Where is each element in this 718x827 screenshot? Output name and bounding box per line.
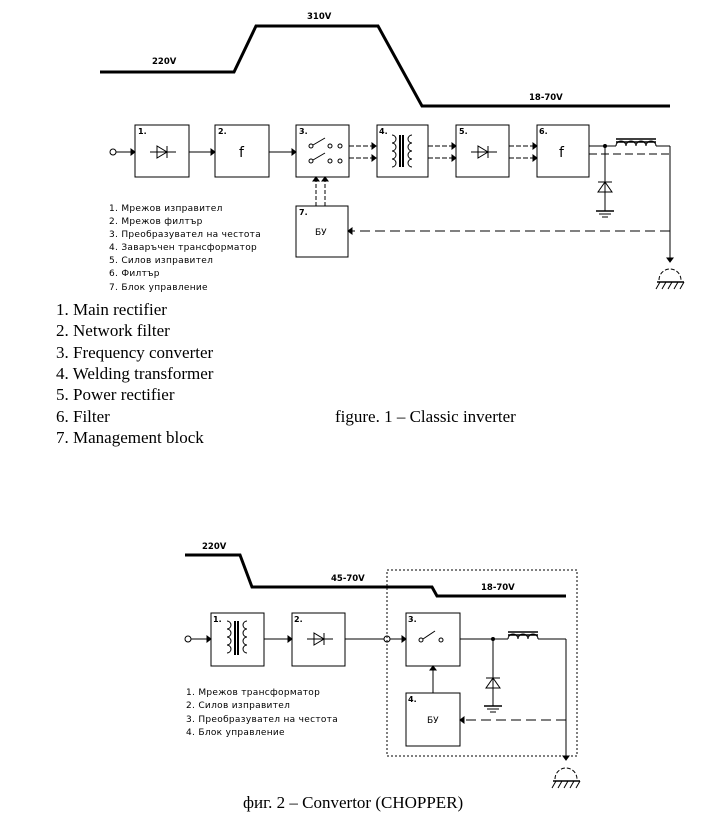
fig1-legend-bg-item: 6. Филтър [109,269,160,279]
fig1-arc-workpiece [658,268,682,281]
fig1-block-frequency-converter [295,124,350,178]
fig1-caption: figure. 1 – Classic inverter [335,407,516,426]
fig2-legend-bg-item: 2. Силов изправител [186,701,290,711]
fig1-voltage-18-70: 18-70V [529,93,563,103]
fig1-num-5: 5. [459,127,468,136]
fig1-voltage-220: 220V [152,57,177,67]
fig1-block-welding-transformer [376,124,429,178]
fig1-legend-en-item: 5. Power rectifier [56,385,175,404]
fig2-legend-bg-item: 3. Преобразувател на честота [186,715,338,725]
fig2-circuit [184,569,581,789]
fig1-num-1: 1. [138,127,147,136]
fig2-arc-workpiece [554,767,578,780]
fig1-num-7: 7. [299,208,308,217]
fig2-voltage-18-70: 18-70V [481,583,515,593]
fig2-num-2: 2. [294,615,303,624]
fig1-legend-en-item: 1. Main rectifier [56,300,167,319]
fig1-block-filter [536,124,590,178]
fig1-legend-bg-item: 3. Преобразувател на честота [109,230,261,240]
fig1-legend-en-item: 4. Welding transformer [56,364,214,383]
fig2-voltage-profile: 220V 45-70V 18-70V [185,542,566,598]
fig2-num-4: 4. [408,695,417,704]
fig1-voltage-310: 310V [307,12,332,22]
fig2-chopper-boundary [386,569,578,757]
fig1-voltage-profile: 220V 310V 18-70V [100,12,670,108]
fig2-input-terminal [184,635,192,643]
fig1-filter-symbol-6: f [559,145,565,161]
fig1-legend-bg-item: 2. Мрежов филтър [109,217,203,227]
fig2-num-3: 3. [408,615,417,624]
fig1-filter-symbol-2: f [239,145,245,161]
fig2-voltage-45-70: 45-70V [331,574,365,584]
fig2-control-label: БУ [427,716,439,726]
fig2-voltage-220: 220V [202,542,227,552]
fig1-num-2: 2. [218,127,227,136]
fig1-num-4: 4. [379,127,388,136]
fig2-output-inductor [507,633,539,640]
fig1-block-labels: 1. 2. 3. 4. 5. 6. 7. f f БУ [138,127,565,238]
fig2-caption: фиг. 2 – Convertor (CHOPPER) [243,793,463,812]
fig1-legend-bg: 1. Мрежов изправител 2. Мрежов филтър 3.… [109,204,261,293]
fig2-num-1: 1. [213,615,222,624]
fig1-legend-bg-item: 7. Блок управление [109,283,208,293]
fig1-num-6: 6. [539,127,548,136]
fig2-legend-bg: 1. Мрежов трансформатор 2. Силов изправи… [186,688,338,738]
fig2-legend-bg-item: 4. Блок управление [186,728,285,738]
fig1-legend-bg-item: 4. Заваръчен трансформатор [109,243,257,253]
fig2-block-labels: 1. 2. 3. 4. БУ [213,615,439,726]
fig1-legend-bg-item: 5. Силов изправител [109,256,213,266]
fig1-legend-en-item: 6. Filter [56,407,110,426]
fig1-legend-en: 1. Main rectifier 2. Network filter 3. F… [56,300,214,447]
fig1-block-network-filter [214,124,270,178]
fig1-legend-bg-item: 1. Мрежов изправител [109,204,223,214]
fig1-num-3: 3. [299,127,308,136]
fig1-input-terminal [109,148,117,156]
fig1-block-main-rectifier [134,124,190,178]
fig1-circuit [109,124,685,290]
fig1-legend-en-item: 7. Management block [56,428,204,447]
fig1-control-label: БУ [315,228,327,238]
fig2-legend-bg-item: 1. Мрежов трансформатор [186,688,320,698]
fig1-legend-en-item: 2. Network filter [56,321,170,340]
fig1-block-power-rectifier [455,124,510,178]
fig1-legend-en-item: 3. Frequency converter [56,343,214,362]
